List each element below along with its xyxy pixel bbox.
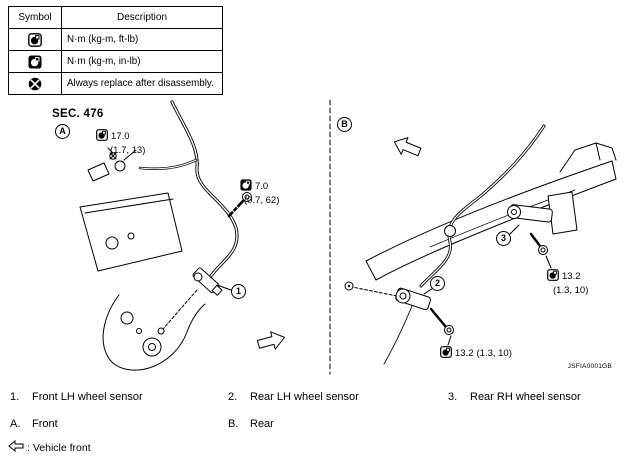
torque-detail: (1.7, 13) — [110, 144, 146, 156]
table-row: N·m (kg-m, in-lb) — [8, 50, 223, 73]
torque-value: 13.2 — [562, 271, 581, 282]
torque-callout-front-bracket: 17.0 (1.7, 13) — [96, 129, 145, 157]
legend-item-2: 2. Rear LH wheel sensor — [228, 391, 359, 403]
legend-num: 2. — [228, 391, 238, 403]
torque-value: 17.0 — [111, 131, 130, 142]
table-row: N·m (kg-m, ft-lb) — [8, 28, 223, 51]
legend-item-3: 3. Rear RH wheel sensor — [448, 391, 581, 403]
legend-label: Rear RH wheel sensor — [470, 391, 581, 403]
legend-view-b: B. Rear — [228, 418, 274, 430]
vehicle-front-label: : Vehicle front — [27, 441, 91, 454]
replace-after-disassembly-icon — [28, 77, 42, 90]
symbol-description: Always replace after disassembly. — [61, 72, 223, 95]
callout-3: 3 — [496, 231, 511, 246]
torque-ftlb-icon — [28, 32, 42, 47]
legend-num: 1. — [10, 391, 20, 403]
callout-1: 1 — [231, 284, 246, 299]
torque-detail: (0.7, 62) — [244, 194, 280, 206]
view-label-a: A — [55, 124, 70, 139]
torque-callout-rear-lh: 13.2 (1.3, 10) — [440, 346, 512, 362]
torque-inlb-icon — [28, 55, 42, 68]
torque-value: 7.0 — [255, 181, 269, 192]
torque-callout-rear-rh: 13.2 (1.3, 10) — [547, 269, 588, 297]
section-label: SEC. 476 — [52, 108, 104, 120]
torque-ftlb-icon — [440, 346, 452, 362]
torque-callout-front-bolt: 7.0 (0.7, 62) — [240, 179, 279, 207]
torque-ftlb-icon — [547, 269, 559, 285]
torque-detail: (1.3, 10) — [553, 284, 589, 296]
legend-num: A. — [10, 418, 21, 430]
torque-value: 13.2 — [455, 348, 474, 359]
legend-item-1: 1. Front LH wheel sensor — [10, 391, 143, 403]
vehicle-front-note: : Vehicle front — [8, 439, 91, 455]
legend-num: 3. — [448, 391, 458, 403]
symbol-column-header: Symbol — [8, 6, 62, 29]
legend-label: Rear LH wheel sensor — [250, 391, 359, 403]
legend-num: B. — [228, 418, 239, 430]
legend-label: Rear — [250, 418, 274, 430]
legend-view-a: A. Front — [10, 418, 58, 430]
description-column-header: Description — [61, 6, 223, 29]
torque-detail: (1.3, 10) — [476, 348, 512, 359]
symbol-table: Symbol Description N·m (kg-m, ft-lb) — [8, 6, 223, 95]
callout-2: 2 — [430, 276, 445, 291]
legend-label: Front — [32, 418, 58, 430]
torque-inlb-icon — [240, 179, 252, 195]
torque-ftlb-icon — [96, 129, 108, 145]
symbol-description: N·m (kg-m, ft-lb) — [61, 28, 223, 51]
legend-label: Front LH wheel sensor — [32, 391, 143, 403]
figure-code: JSFIA0001GB — [567, 363, 612, 370]
symbol-description: N·m (kg-m, in-lb) — [61, 50, 223, 73]
vehicle-front-arrow-icon — [8, 439, 24, 455]
table-row: Always replace after disassembly. — [8, 72, 223, 95]
view-label-b: B — [337, 117, 352, 132]
